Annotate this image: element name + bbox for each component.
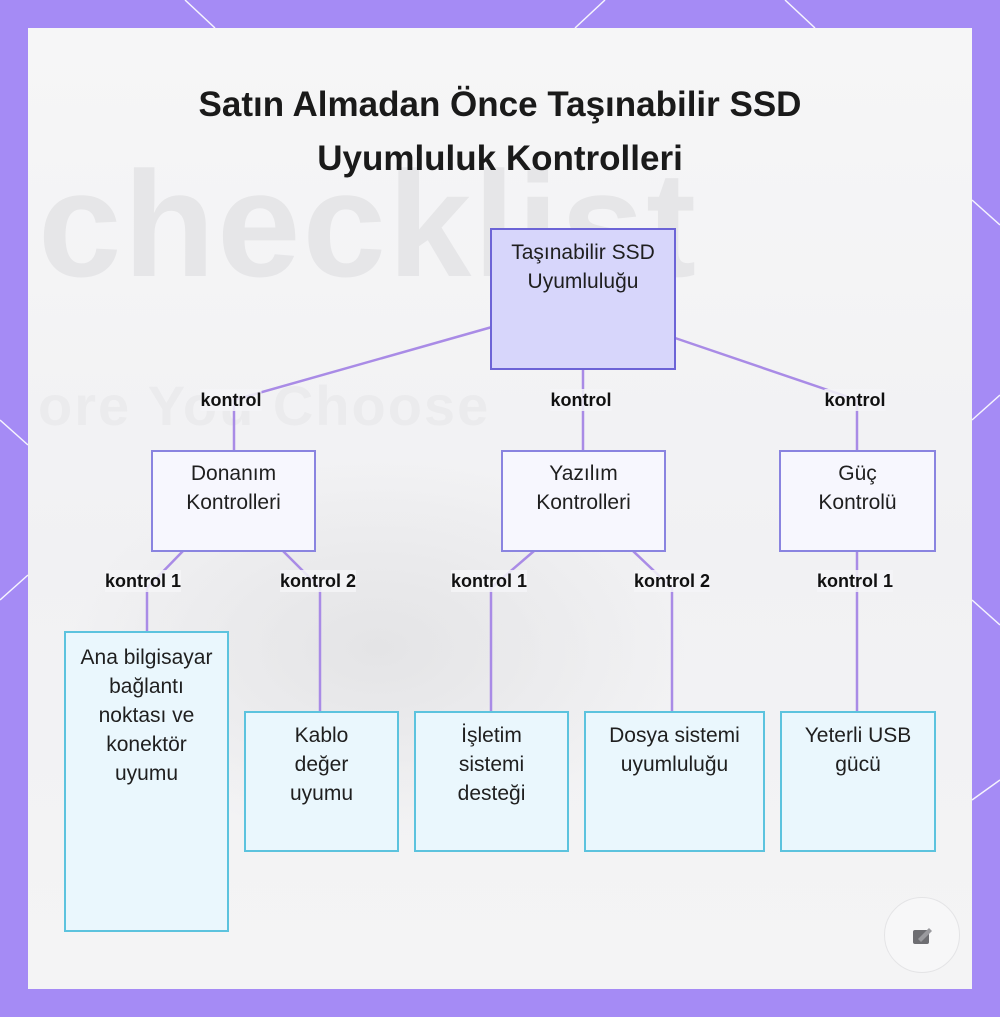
diagram-title: Satın Almadan Önce Taşınabilir SSD Uyuml… [198, 85, 802, 178]
edit-icon [913, 928, 932, 944]
edge-label-root-hardware: kontrol [200, 389, 262, 411]
node-root: Taşınabilir SSD Uyumluluğu [490, 228, 676, 370]
edge-label-hardware-connector: kontrol 1 [104, 570, 182, 592]
edge-label-hardware-cable: kontrol 2 [279, 570, 357, 592]
node-connector-compatibility: Ana bilgisayar bağlantı noktası ve konek… [64, 631, 229, 932]
watermark-subtext: ore You Choose [38, 374, 491, 437]
edge-root-hardware [232, 325, 493, 450]
edge-label-power-usb: kontrol 1 [816, 570, 894, 592]
edge-label-software-os: kontrol 1 [450, 570, 528, 592]
edge-label-root-software: kontrol [550, 389, 612, 411]
edit-badge[interactable] [884, 897, 960, 973]
node-cable-compatibility: Kablo değer uyumu [244, 711, 399, 852]
node-usb-power: Yeterli USB gücü [780, 711, 936, 852]
node-filesystem-compatibility: Dosya sistemi uyumluluğu [584, 711, 765, 852]
node-power-check: Güç Kontrolü [779, 450, 936, 552]
node-os-support: İşletim sistemi desteği [414, 711, 569, 852]
node-hardware-checks: Donanım Kontrolleri [151, 450, 316, 552]
node-software-checks: Yazılım Kontrolleri [501, 450, 666, 552]
edge-label-root-power: kontrol [824, 389, 886, 411]
edge-label-software-filesystem: kontrol 2 [633, 570, 711, 592]
